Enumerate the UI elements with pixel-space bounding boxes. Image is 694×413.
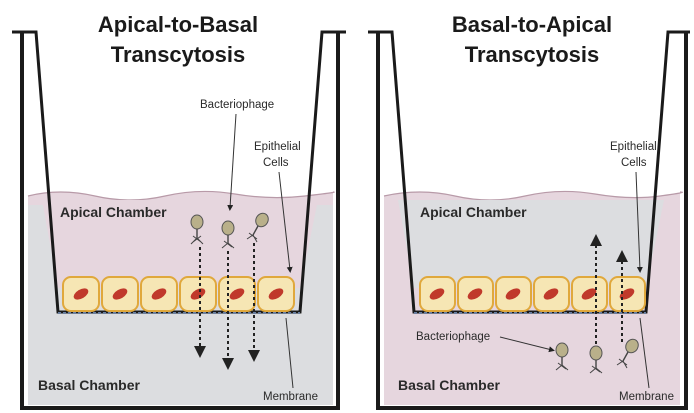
left-apical-chamber-label: Apical Chamber	[60, 204, 167, 220]
right-epithelial-label-2: Cells	[621, 157, 647, 169]
left-panel: Apical-to-Basal Transcytosis	[12, 12, 346, 408]
right-title-line1: Basal-to-Apical	[452, 12, 612, 37]
right-title-line2: Transcytosis	[465, 42, 600, 67]
left-basal-chamber-label: Basal Chamber	[38, 377, 140, 393]
right-membrane-label: Membrane	[619, 391, 674, 403]
left-title-line1: Apical-to-Basal	[98, 12, 258, 37]
right-epithelial-label-1: Epithelial	[610, 141, 657, 153]
right-panel: Basal-to-Apical Transcytosis	[368, 12, 690, 408]
left-epithelial-label-2: Cells	[263, 157, 289, 169]
right-basal-chamber-label: Basal Chamber	[398, 377, 500, 393]
left-membrane-label: Membrane	[263, 391, 318, 403]
left-title-line2: Transcytosis	[111, 42, 246, 67]
right-apical-chamber-label: Apical Chamber	[420, 204, 527, 220]
left-epithelial-label-1: Epithelial	[254, 141, 301, 153]
left-bacteriophage-label: Bacteriophage	[200, 99, 274, 111]
right-bacteriophage-label: Bacteriophage	[416, 331, 490, 343]
